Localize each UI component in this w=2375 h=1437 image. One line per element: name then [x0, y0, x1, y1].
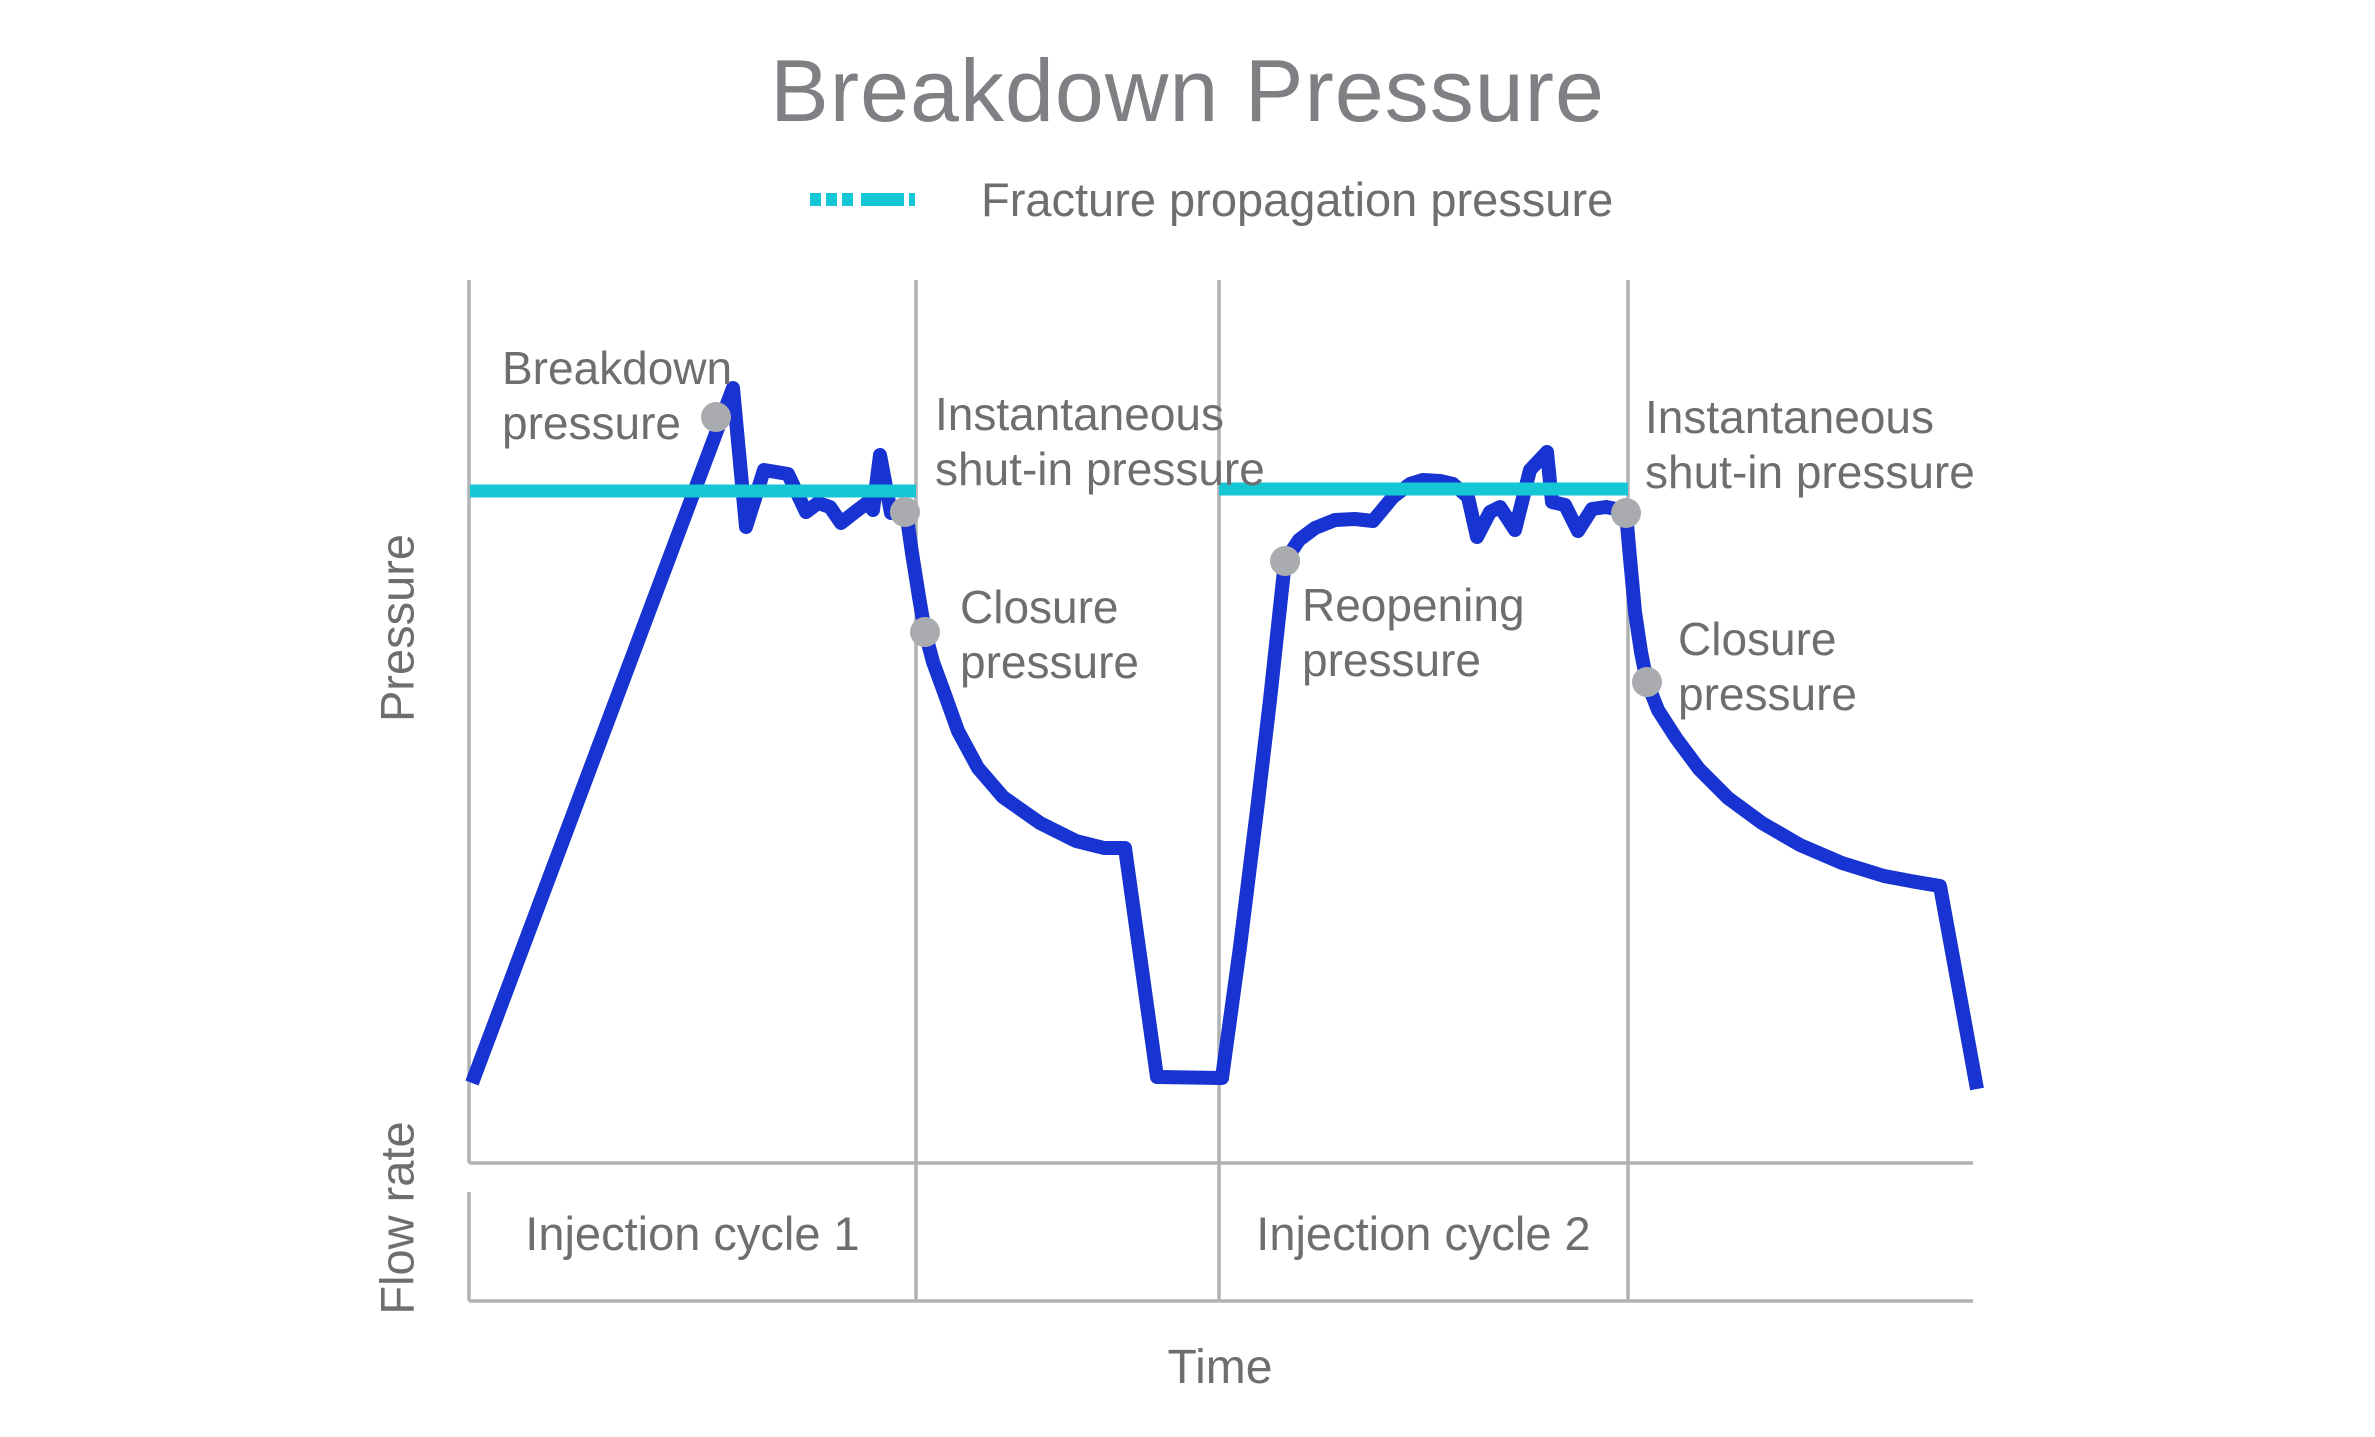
legend-label: Fracture propagation pressure — [981, 172, 1614, 226]
y-axis-label-pressure: Pressure — [370, 533, 424, 723]
closure-pressure-1-marker — [910, 617, 940, 647]
closure-pressure-2-marker — [1632, 667, 1662, 697]
injection-cycle-1-label: Injection cycle 1 — [525, 1207, 860, 1260]
annotation-instantaneous-shut-in-pressure-2: Instantaneous shut-in pressure — [1645, 391, 1975, 499]
annotation-breakdown-pressure: Breakdown pressure — [502, 342, 733, 450]
page-title: Breakdown Pressure — [770, 41, 1605, 140]
injection-cycle-2-label: Injection cycle 2 — [1256, 1207, 1591, 1260]
breakdown-pressure-marker — [701, 402, 731, 432]
reopening-pressure-marker — [1270, 546, 1300, 576]
dashed-line-icon — [810, 192, 915, 206]
annotation-instantaneous-shut-in-pressure-1: Instantaneous shut-in pressure — [935, 388, 1265, 496]
y-axis-label-flow-rate: Flow rate — [370, 1121, 424, 1315]
annotation-closure-pressure-2: Closure pressure — [1678, 613, 1857, 721]
x-axis-label-time: Time — [1167, 1341, 1273, 1394]
annotation-reopening-pressure: Reopening pressure — [1302, 579, 1525, 687]
legend: Fracture propagation pressure — [810, 170, 1613, 228]
pressure-curve — [465, 381, 1984, 1091]
instantaneous-shut-in-pressure-2-marker — [1611, 498, 1641, 528]
instantaneous-shut-in-pressure-1-marker — [890, 497, 920, 527]
annotation-closure-pressure-1: Closure pressure — [960, 581, 1139, 689]
